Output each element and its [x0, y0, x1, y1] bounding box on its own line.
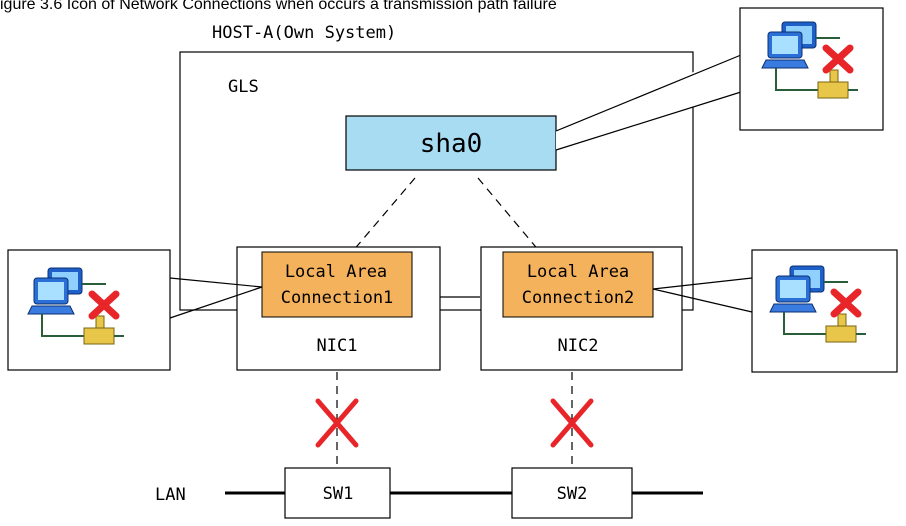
callout-pointer-nic2 — [652, 277, 753, 290]
nic1-connection-box — [261, 251, 413, 318]
gls-label: GLS — [228, 77, 259, 97]
nic2-label: NIC2 — [558, 336, 599, 356]
nic1-label: NIC1 — [317, 336, 358, 356]
switch-sw1 — [284, 467, 391, 519]
nic1-connection-line2: Connection1 — [281, 288, 394, 308]
link-sha0-nic1 — [351, 177, 416, 253]
nic2-connection-line1: Local Area — [527, 262, 629, 282]
virtual-interface-label: sha0 — [420, 129, 483, 159]
nic2-connection-line2: Connection2 — [522, 288, 635, 308]
nic1-connection-line1: Local Area — [285, 262, 387, 282]
figure-caption: igure 3.6 Icon of Network Connections wh… — [0, 0, 557, 13]
failure-x-icon — [315, 398, 359, 448]
callout-pointer-sha0 — [555, 54, 742, 132]
host-label: HOST-A(Own System) — [212, 23, 396, 43]
switch-sw2-label: SW2 — [557, 484, 588, 504]
callout-pointer-nic1 — [169, 277, 263, 288]
virtual-interface-box — [345, 115, 557, 171]
lan-label: LAN — [155, 485, 186, 505]
failure-x-icon — [550, 398, 594, 448]
switch-sw2 — [511, 467, 633, 519]
switch-sw1-label: SW1 — [323, 484, 354, 504]
nic2-connection-box — [502, 251, 654, 318]
link-sha0-nic2 — [477, 177, 541, 253]
